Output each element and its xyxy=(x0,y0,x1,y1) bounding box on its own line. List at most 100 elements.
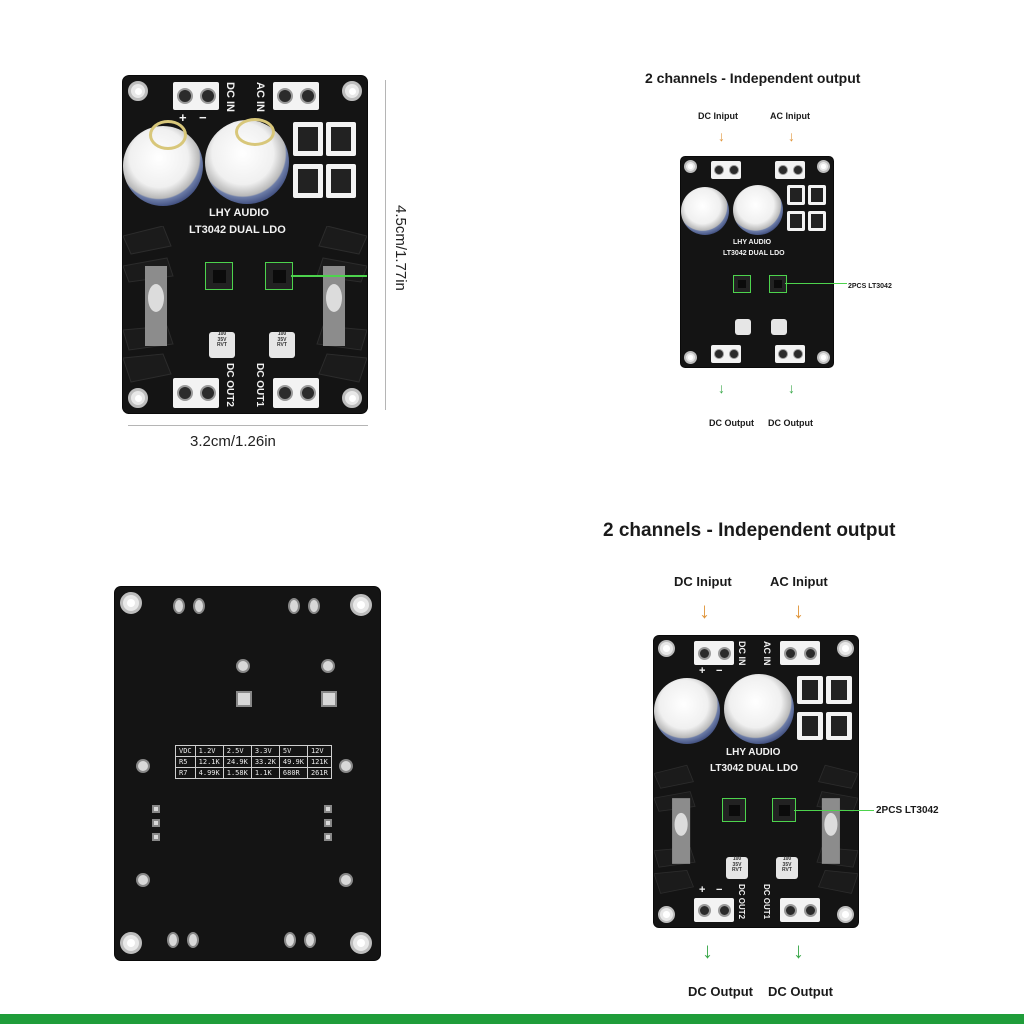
callout-line xyxy=(794,810,858,811)
table-cell: 5V xyxy=(278,745,308,757)
rectifier xyxy=(787,211,805,231)
electrolytic-capacitor xyxy=(724,674,794,744)
rectifier xyxy=(797,676,823,704)
width-dimension-line xyxy=(128,425,368,426)
electrolytic-capacitor xyxy=(654,678,720,744)
plus-sign: + xyxy=(699,884,706,896)
mount-hole xyxy=(684,351,697,364)
rectifier xyxy=(826,712,852,740)
small-capacitor: 100 35V RVT xyxy=(269,331,295,358)
solder-pad xyxy=(152,819,160,827)
solder-pad xyxy=(288,598,300,614)
arrow-down-icon: ↓ xyxy=(788,380,795,396)
ac-in-terminal xyxy=(780,641,820,665)
small-capacitor: 100 35V RVT xyxy=(776,856,798,879)
mount-hole xyxy=(350,594,372,616)
mount-hole xyxy=(350,932,372,954)
mount-hole xyxy=(658,640,675,657)
lt3042-chip xyxy=(772,798,796,822)
ac-input-label: AC Iniput xyxy=(770,111,810,121)
mount-hole xyxy=(837,906,854,923)
brand-text: LHY AUDIO xyxy=(209,207,269,219)
small-capacitor xyxy=(771,319,787,335)
solder-pad xyxy=(308,598,320,614)
heatsink-left xyxy=(654,764,696,894)
small-capacitor: 100 35V RVT xyxy=(726,856,748,879)
dc-out1-terminal xyxy=(780,898,820,922)
model-text: LT3042 DUAL LDO xyxy=(189,224,286,236)
mount-hole xyxy=(684,160,697,173)
bottom-green-bar xyxy=(0,1014,1024,1024)
table-cell: 24.9K xyxy=(222,756,252,768)
capacitor-band xyxy=(235,118,275,146)
dc-out1-terminal xyxy=(273,378,319,408)
dc-output-label: DC Output xyxy=(768,418,813,428)
dc-out2-terminal xyxy=(173,378,219,408)
diagram-title-large: 2 channels - Independent output xyxy=(603,520,896,541)
dc-in-label: DC IN xyxy=(224,82,236,112)
dc-output-label: DC Output xyxy=(709,418,754,428)
model-text: LT3042 DUAL LDO xyxy=(710,763,798,774)
table-cell: 680R xyxy=(278,767,308,779)
heatsink-right xyxy=(316,226,367,383)
arrow-down-icon: ↓ xyxy=(699,598,710,623)
solder-pad xyxy=(324,819,332,827)
model-text: LT3042 DUAL LDO xyxy=(723,250,785,257)
chip-callout-small: 2PCS LT3042 xyxy=(848,283,892,290)
solder-pad xyxy=(321,691,337,707)
solder-pad xyxy=(136,873,150,887)
plus-sign: + xyxy=(179,110,187,125)
diagram-title-small: 2 channels - Independent output xyxy=(645,70,861,86)
small-capacitor xyxy=(735,319,751,335)
solder-pad xyxy=(136,759,150,773)
rectifier xyxy=(808,211,826,231)
dc-out1-terminal xyxy=(775,345,805,363)
table-cell: 33.2K xyxy=(250,756,280,768)
solder-pad xyxy=(193,598,205,614)
solder-pad xyxy=(324,833,332,841)
dc-out1-label: DC OUT1 xyxy=(762,884,771,920)
solder-pad xyxy=(324,805,332,813)
ac-in-terminal xyxy=(273,82,319,110)
table-cell: R5 xyxy=(175,756,196,768)
dc-out1-label: DC OUT1 xyxy=(254,363,265,407)
dc-input-label: DC Iniput xyxy=(674,574,732,589)
solder-pad xyxy=(152,805,160,813)
arrow-down-icon: ↓ xyxy=(702,938,713,963)
rectifier xyxy=(293,164,323,198)
table-cell: 1.2V xyxy=(194,745,224,757)
callout-line-ext xyxy=(858,810,874,811)
table-cell: 2.5V xyxy=(222,745,252,757)
table-cell: 121K xyxy=(306,756,332,768)
solder-pad xyxy=(187,932,199,948)
minus-sign: − xyxy=(716,884,723,896)
table-cell: 49.9K xyxy=(278,756,308,768)
capacitor-band xyxy=(149,120,187,150)
table-cell: 4.99K xyxy=(194,767,224,779)
lt3042-chip xyxy=(722,798,746,822)
arrow-down-icon: ↓ xyxy=(718,380,725,396)
dc-in-label: DC IN xyxy=(737,641,747,666)
heatsink-right xyxy=(816,764,858,894)
table-cell: 261R xyxy=(306,767,332,779)
small-capacitor: 100 35V RVT xyxy=(209,331,235,358)
rectifier xyxy=(787,185,805,205)
callout-line-ext xyxy=(833,283,847,284)
dc-in-terminal xyxy=(173,82,219,110)
solder-pad xyxy=(236,659,250,673)
ac-in-label: AC IN xyxy=(762,641,772,666)
dc-out2-label: DC OUT2 xyxy=(737,884,746,920)
table-cell: 12.1K xyxy=(194,756,224,768)
mount-hole xyxy=(342,81,362,101)
mount-hole xyxy=(817,160,830,173)
solder-pad xyxy=(284,932,296,948)
minus-sign: − xyxy=(199,110,207,125)
height-dimension-line xyxy=(385,80,386,410)
height-dimension: 4.5cm/1.77in xyxy=(392,205,409,291)
dc-output-label: DC Output xyxy=(768,984,833,999)
table-cell: 3.3V xyxy=(250,745,280,757)
